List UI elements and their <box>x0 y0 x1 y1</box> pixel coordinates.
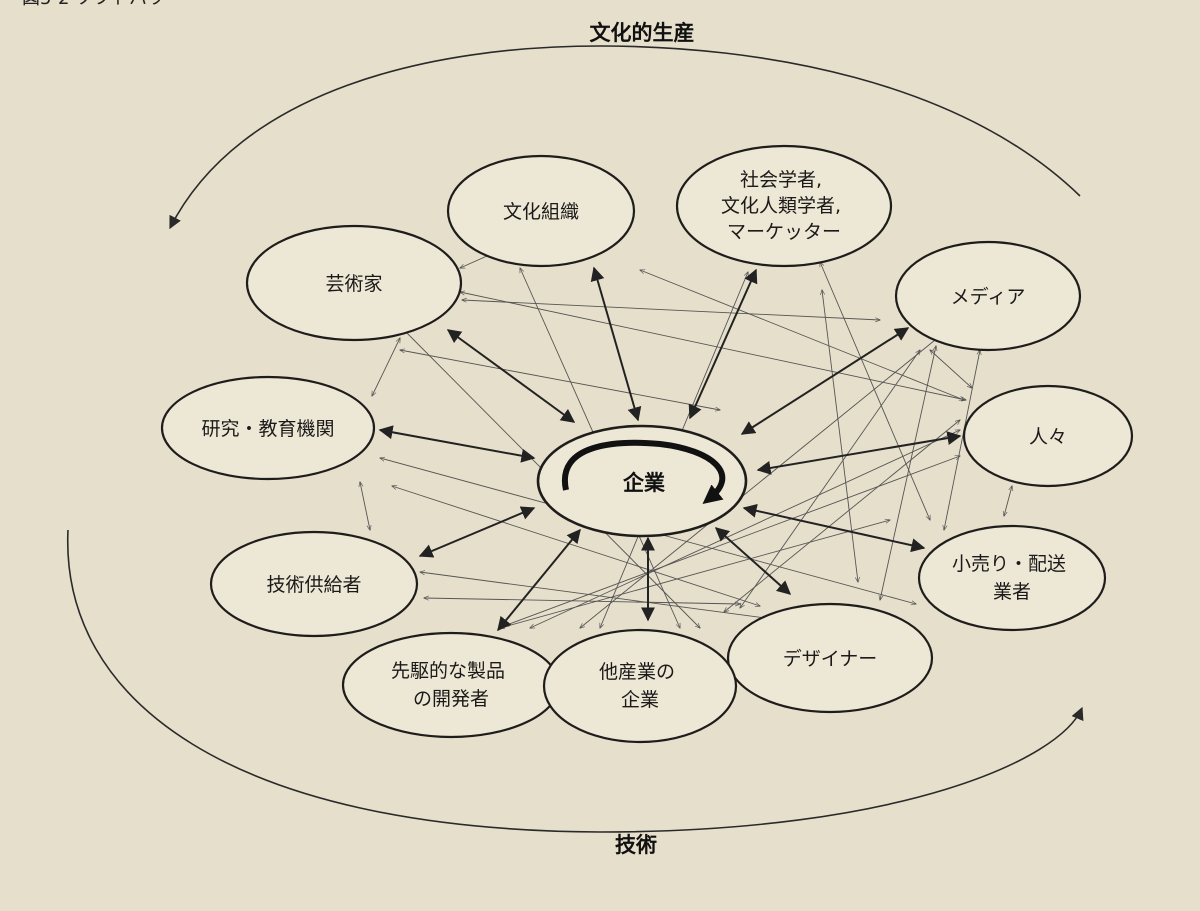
hub-link-arrow <box>740 327 910 435</box>
node-label: 小売り・配送 <box>952 553 1066 575</box>
svg-text:メディア: メディア <box>951 286 1026 308</box>
svg-text:研究・教育機関: 研究・教育機関 <box>201 418 334 440</box>
node-label: 文化人類学者, <box>721 195 841 217</box>
cross-link-arrow <box>460 292 966 400</box>
cross-link-arrow <box>822 290 858 582</box>
svg-text:技術供給者: 技術供給者 <box>266 574 361 596</box>
node-artists: 芸術家 <box>245 224 463 342</box>
cross-link-arrow <box>424 598 740 604</box>
node-label: メディア <box>951 286 1026 308</box>
cross-link-arrow <box>462 300 880 320</box>
node-technology-suppliers: 技術供給者 <box>209 530 419 638</box>
svg-text:文化組織: 文化組織 <box>503 201 579 223</box>
technology-label: 技術 <box>615 833 657 857</box>
hub-link-arrow <box>378 425 536 463</box>
node-label: マーケッター <box>727 221 841 243</box>
svg-text:他産業の 企業: 他産業の 企業 <box>599 661 681 711</box>
svg-text:芸術家: 芸術家 <box>325 273 382 295</box>
svg-text:先駆的な製品 の開発者: 先駆的な製品 の開発者 <box>391 660 511 710</box>
node-label: 企業 <box>621 689 659 711</box>
svg-text:人々: 人々 <box>1029 426 1067 448</box>
hub-link-arrow <box>446 329 576 423</box>
hub-link-arrow <box>714 527 792 595</box>
svg-text:社会学者, 文化人類学者, マーケッ: 社会学者, 文化人類学者, マーケッター <box>721 169 847 243</box>
node-label: 芸術家 <box>325 273 382 295</box>
node-people: 人々 <box>962 384 1134 488</box>
technology-arc <box>67 529 1084 833</box>
svg-text:デザイナー: デザイナー <box>783 648 878 670</box>
node-label: 先駆的な製品 <box>391 660 505 682</box>
node-research-education: 研究・教育機関 <box>160 375 376 481</box>
hub-label: 企業 <box>622 471 666 495</box>
svg-text:小売り・配送 業者: 小売り・配送 業者 <box>952 553 1072 603</box>
node-label: 他産業の <box>599 661 675 683</box>
node-culture-organizations: 文化組織 <box>446 154 636 268</box>
cultural-production-arc <box>169 45 1081 230</box>
hub-link-arrow <box>688 268 758 420</box>
figure-caption-fragment: 図5-2 ソフトパワー <box>22 0 183 9</box>
hub-company: 企業 <box>536 424 748 538</box>
node-label: 文化組織 <box>503 201 579 223</box>
cross-link-arrow <box>372 338 400 396</box>
hub-link-arrow <box>590 266 642 422</box>
node-media: メディア <box>894 240 1082 352</box>
node-designers: デザイナー <box>726 602 934 714</box>
node-label: デザイナー <box>783 648 878 670</box>
node-other-industries: 他産業の 企業 <box>542 628 738 744</box>
node-sociologists: 社会学者, 文化人類学者, マーケッター <box>675 144 893 268</box>
hub-link-arrow <box>756 431 962 475</box>
hub-link-arrow <box>742 503 926 553</box>
cultural-production-label: 文化的生産 <box>590 21 695 45</box>
node-label: 業者 <box>993 581 1031 603</box>
cross-link-arrow <box>740 350 920 608</box>
cycle-arrow-icon <box>561 439 726 505</box>
cross-link-arrow <box>360 482 370 530</box>
hub-link-arrow <box>497 528 581 632</box>
cross-link-arrow <box>930 350 972 388</box>
hub-links <box>378 266 962 632</box>
node-pioneering-developers: 先駆的な製品 の開発者 <box>341 631 561 739</box>
node-label: 社会学者, <box>740 169 822 191</box>
node-label: 研究・教育機関 <box>201 418 334 440</box>
cross-link-arrow <box>1004 486 1012 516</box>
node-label: 技術供給者 <box>266 574 361 596</box>
node-retail-delivery: 小売り・配送 業者 <box>917 524 1107 632</box>
node-label: 人々 <box>1029 426 1067 448</box>
hub-link-arrow <box>418 506 536 558</box>
node-label: の開発者 <box>413 688 489 710</box>
